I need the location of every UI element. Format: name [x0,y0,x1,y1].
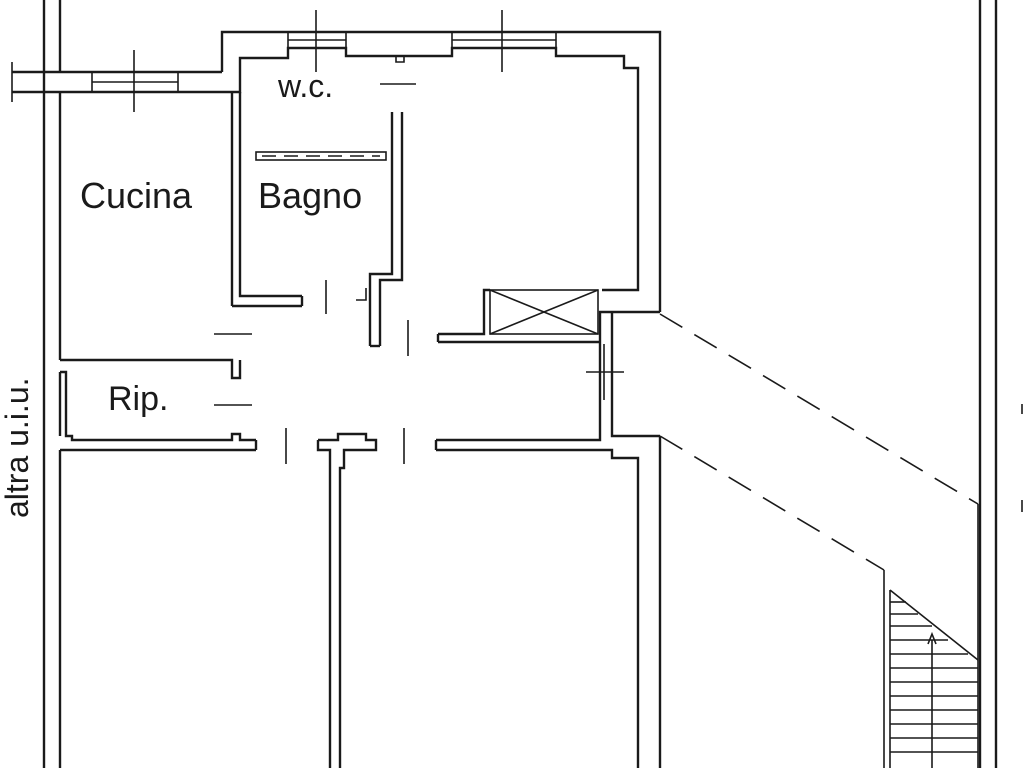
bathroom-walls [255,83,416,348]
terrace-projection [659,313,979,768]
upper-outer-wall [220,10,662,312]
room-label-storage: Rip. [108,380,168,418]
corridor-partitions [316,310,662,768]
door-openings [214,280,409,464]
room-label-bathroom: Bagno [258,175,362,216]
adjacent-unit-label: altra u.i.u. [0,377,35,518]
service-shaft [436,288,600,344]
staircase [889,590,978,768]
kitchen-bathroom-wall [230,92,304,308]
kitchen-top-wall [12,50,232,112]
room-label-wc: w.c. [277,68,333,104]
room-label-kitchen: Cucina [80,175,193,216]
left-boundary-wall [11,0,62,768]
right-boundary-wall [978,0,1023,768]
storage-walls [60,358,258,452]
